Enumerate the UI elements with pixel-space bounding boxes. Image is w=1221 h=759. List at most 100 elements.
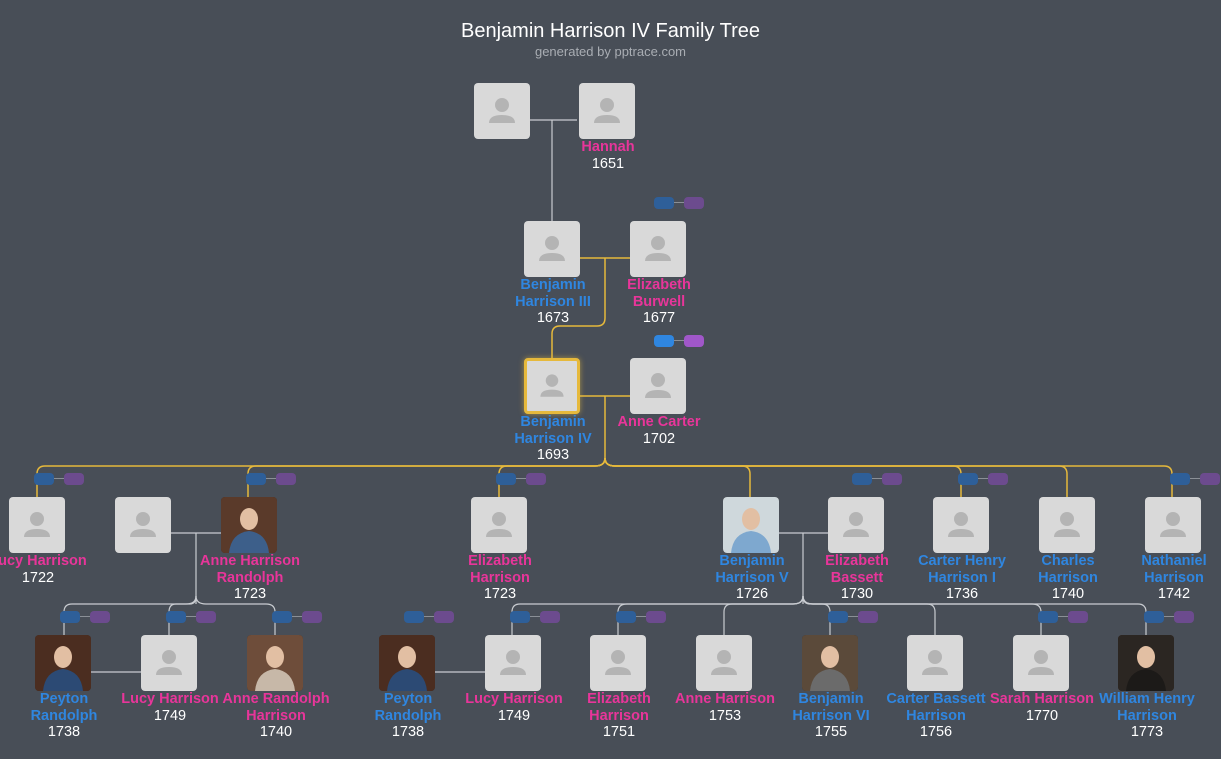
person-avatar-icon[interactable] [696, 635, 752, 691]
expand-children-toggle-icon[interactable] [276, 473, 296, 485]
expand-children-toggle-icon[interactable] [1200, 473, 1220, 485]
expand-parents-toggle-icon[interactable] [166, 611, 186, 623]
expand-parents-toggle-icon[interactable] [852, 473, 872, 485]
person-avatar-icon[interactable] [141, 635, 197, 691]
person-avatar-icon[interactable] [524, 221, 580, 277]
person-avatar-icon[interactable] [524, 358, 580, 414]
toggle-connector [54, 478, 64, 479]
person-avatar-icon[interactable] [630, 221, 686, 277]
expand-children-toggle-icon[interactable] [646, 611, 666, 623]
expand-parents-toggle-icon[interactable] [246, 473, 266, 485]
person-name: Elizabeth Burwell [627, 277, 691, 310]
person-avatar-icon[interactable] [1145, 497, 1201, 553]
expand-children-toggle-icon[interactable] [1068, 611, 1088, 623]
portrait-image[interactable] [723, 497, 779, 553]
person-name: Carter Henry Harrison I [918, 553, 1006, 586]
toggle-connector [80, 616, 90, 617]
expand-children-toggle-icon[interactable] [1174, 611, 1194, 623]
expand-parents-toggle-icon[interactable] [958, 473, 978, 485]
expand-parents-toggle-icon[interactable] [1170, 473, 1190, 485]
person-avatar-icon[interactable] [590, 635, 646, 691]
page-title: Benjamin Harrison IV Family Tree [461, 20, 760, 42]
expand-parents-toggle-icon[interactable] [828, 611, 848, 623]
person-name: Lucy Harrison [465, 691, 563, 707]
toggle-connector [636, 616, 646, 617]
expand-children-toggle-icon[interactable] [526, 473, 546, 485]
person-birth-year: 1673 [536, 310, 570, 326]
person-avatar-icon[interactable] [9, 497, 65, 553]
expand-children-toggle-icon[interactable] [988, 473, 1008, 485]
person-birth-year: 1723 [483, 586, 517, 602]
expand-parents-toggle-icon[interactable] [272, 611, 292, 623]
person-avatar-icon[interactable] [485, 635, 541, 691]
expand-parents-toggle-icon[interactable] [654, 335, 674, 347]
person-avatar-icon[interactable] [933, 497, 989, 553]
person-birth-year: 1770 [1025, 707, 1059, 724]
expand-toggle-group [510, 611, 560, 625]
portrait-image[interactable] [379, 635, 435, 691]
person-name: Carter Bassett Harrison [886, 691, 986, 724]
expand-parents-toggle-icon[interactable] [496, 473, 516, 485]
person-birth-year: 1726 [735, 586, 769, 602]
expand-children-toggle-icon[interactable] [302, 611, 322, 623]
expand-parents-toggle-icon[interactable] [616, 611, 636, 623]
portrait-image[interactable] [221, 497, 277, 553]
person-avatar-icon[interactable] [471, 497, 527, 553]
person-avatar-icon[interactable] [115, 497, 171, 553]
person-avatar-icon[interactable] [907, 635, 963, 691]
toggle-connector [424, 616, 434, 617]
expand-parents-toggle-icon[interactable] [1038, 611, 1058, 623]
expand-parents-toggle-icon[interactable] [654, 197, 674, 209]
expand-children-toggle-icon[interactable] [90, 611, 110, 623]
expand-children-toggle-icon[interactable] [684, 335, 704, 347]
person-avatar-icon[interactable] [579, 83, 635, 139]
person-avatar-icon[interactable] [474, 83, 530, 139]
expand-children-toggle-icon[interactable] [882, 473, 902, 485]
person-avatar-icon[interactable] [1013, 635, 1069, 691]
expand-toggle-group [1144, 611, 1194, 625]
portrait-image[interactable] [35, 635, 91, 691]
expand-children-toggle-icon[interactable] [434, 611, 454, 623]
portrait-image[interactable] [1118, 635, 1174, 691]
person-name: Peyton Randolph [374, 691, 442, 724]
person-birth-year: 1693 [536, 447, 570, 463]
toggle-connector [848, 616, 858, 617]
person-birth-year: 1738 [47, 724, 81, 740]
person-name: Benjamin Harrison V [715, 553, 789, 586]
person-birth-year: 1753 [708, 707, 742, 724]
expand-children-toggle-icon[interactable] [858, 611, 878, 623]
person-birth-year: 1702 [642, 430, 676, 447]
toggle-connector [1164, 616, 1174, 617]
expand-parents-toggle-icon[interactable] [404, 611, 424, 623]
expand-children-toggle-icon[interactable] [684, 197, 704, 209]
expand-toggle-group [404, 611, 454, 625]
person-avatar-icon[interactable] [828, 497, 884, 553]
person-avatar-icon[interactable] [630, 358, 686, 414]
expand-parents-toggle-icon[interactable] [60, 611, 80, 623]
expand-parents-toggle-icon[interactable] [34, 473, 54, 485]
portrait-image[interactable] [247, 635, 303, 691]
toggle-connector [530, 616, 540, 617]
person-avatar-icon[interactable] [1039, 497, 1095, 553]
person-birth-year: 1742 [1157, 586, 1191, 602]
person-birth-year: 1749 [497, 707, 531, 724]
expand-toggle-group [654, 197, 704, 211]
expand-parents-toggle-icon[interactable] [510, 611, 530, 623]
person-birth-year: 1740 [259, 724, 293, 740]
expand-children-toggle-icon[interactable] [540, 611, 560, 623]
portrait-image[interactable] [802, 635, 858, 691]
expand-children-toggle-icon[interactable] [64, 473, 84, 485]
expand-toggle-group [166, 611, 216, 625]
person-name: Nathaniel Harrison [1141, 553, 1207, 586]
expand-parents-toggle-icon[interactable] [1144, 611, 1164, 623]
expand-children-toggle-icon[interactable] [196, 611, 216, 623]
